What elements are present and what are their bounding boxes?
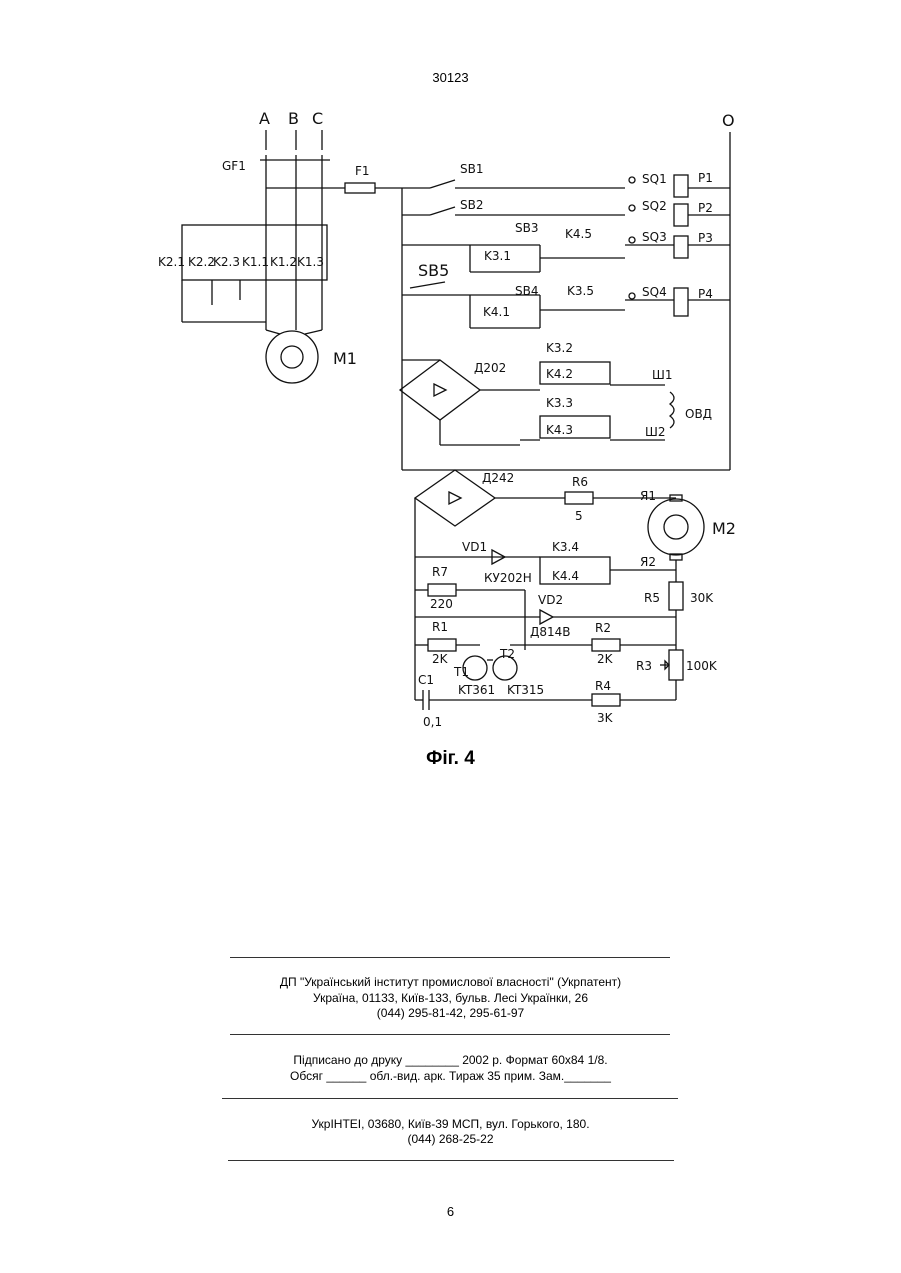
label-k31: K3.1 — [484, 249, 511, 263]
label-p2: P2 — [698, 201, 713, 215]
label-sb5: SB5 — [418, 261, 449, 280]
label-k32: K3.2 — [546, 341, 573, 355]
label-gf1: GF1 — [222, 159, 246, 173]
label-r6-value: 5 — [575, 509, 583, 523]
label-k43: K4.3 — [546, 423, 573, 437]
label-p1: P1 — [698, 171, 713, 185]
label-r5: R5 — [644, 591, 660, 605]
label-k13: K1.3 — [297, 255, 324, 269]
label-kt361: KT361 — [458, 683, 495, 697]
label-sq3: SQ3 — [642, 230, 667, 244]
page-number: 6 — [0, 1204, 901, 1219]
label-t1: T1 — [453, 665, 469, 679]
label-f1: F1 — [355, 164, 370, 178]
label-phase-c: C — [312, 109, 323, 128]
label-r4-value: 3K — [597, 711, 614, 725]
imprint-org-line3: (044) 295-81-42, 295-61-97 — [0, 1006, 901, 1021]
imprint-press-line2: (044) 268-25-22 — [0, 1132, 901, 1147]
label-sq4: SQ4 — [642, 285, 667, 299]
label-d814v: Д814В — [530, 625, 571, 639]
label-p4: P4 — [698, 287, 713, 301]
label-k41: K4.1 — [483, 305, 510, 319]
label-r5-value: 30K — [690, 591, 714, 605]
label-phase-b: B — [288, 109, 299, 128]
label-k35: K3.5 — [567, 284, 594, 298]
label-r6: R6 — [572, 475, 588, 489]
label-k44: K4.4 — [552, 569, 579, 583]
label-d242: Д242 — [482, 471, 514, 485]
label-t2: T2 — [499, 647, 515, 661]
label-vd1: VD1 — [462, 540, 487, 554]
divider — [230, 957, 670, 958]
label-sq2: SQ2 — [642, 199, 667, 213]
label-k34: K3.4 — [552, 540, 579, 554]
label-c1-value: 0,1 — [423, 715, 442, 729]
label-sh2: Ш2 — [645, 425, 665, 439]
label-r3: R3 — [636, 659, 652, 673]
label-phase-a: A — [259, 109, 270, 128]
label-m1: M1 — [333, 349, 357, 368]
label-sb1: SB1 — [460, 162, 483, 176]
imprint-org-line1: ДП "Український інститут промислової вла… — [0, 975, 901, 990]
label-k45: K4.5 — [565, 227, 592, 241]
label-sq1: SQ1 — [642, 172, 667, 186]
label-vd2: VD2 — [538, 593, 563, 607]
divider — [228, 1160, 674, 1161]
label-neutral-o: O — [722, 111, 735, 130]
figure-caption: Фіг. 4 — [0, 748, 901, 770]
circuit-schematic: A B C O GF1 F1 SB1 SQ1 P1 SB2 SQ2 P2 SB3… — [0, 0, 901, 740]
label-k33: K3.3 — [546, 396, 573, 410]
label-r4: R4 — [595, 679, 611, 693]
divider — [222, 1098, 678, 1099]
label-ku202n: КУ202Н — [484, 571, 532, 585]
label-r3-value: 100K — [686, 659, 718, 673]
label-r1: R1 — [432, 620, 448, 634]
label-r7: R7 — [432, 565, 448, 579]
label-sh1: Ш1 — [652, 368, 672, 382]
label-ya2: Я2 — [640, 555, 656, 569]
label-p3: P3 — [698, 231, 713, 245]
label-r7-value: 220 — [430, 597, 453, 611]
label-r1-value: 2K — [432, 652, 449, 666]
label-k42: K4.2 — [546, 367, 573, 381]
label-r2: R2 — [595, 621, 611, 635]
label-ya1: Я1 — [640, 489, 656, 503]
label-kt315: KT315 — [507, 683, 544, 697]
imprint-print-line1: Підписано до друку ________ 2002 р. Форм… — [0, 1053, 901, 1068]
label-k21: K2.1 — [158, 255, 185, 269]
label-k11: K1.1 — [242, 255, 269, 269]
imprint-print-line2: Обсяг ______ обл.-вид. арк. Тираж 35 при… — [0, 1069, 901, 1084]
imprint-org-line2: Україна, 01133, Київ-133, бульв. Лесі Ук… — [0, 991, 901, 1006]
divider — [230, 1034, 670, 1035]
label-sb3: SB3 — [515, 221, 538, 235]
label-k23: K2.3 — [213, 255, 240, 269]
label-sb4: SB4 — [515, 284, 538, 298]
label-k12: K1.2 — [270, 255, 297, 269]
imprint-press-line1: УкрІНТЕІ, 03680, Київ-39 МСП, вул. Горьк… — [0, 1117, 901, 1132]
label-ovd: ОВД — [685, 407, 712, 421]
label-m2: M2 — [712, 519, 736, 538]
label-k22: K2.2 — [188, 255, 215, 269]
label-r2-value: 2K — [597, 652, 614, 666]
label-c1: C1 — [418, 673, 434, 687]
label-d202: Д202 — [474, 361, 506, 375]
label-sb2: SB2 — [460, 198, 483, 212]
